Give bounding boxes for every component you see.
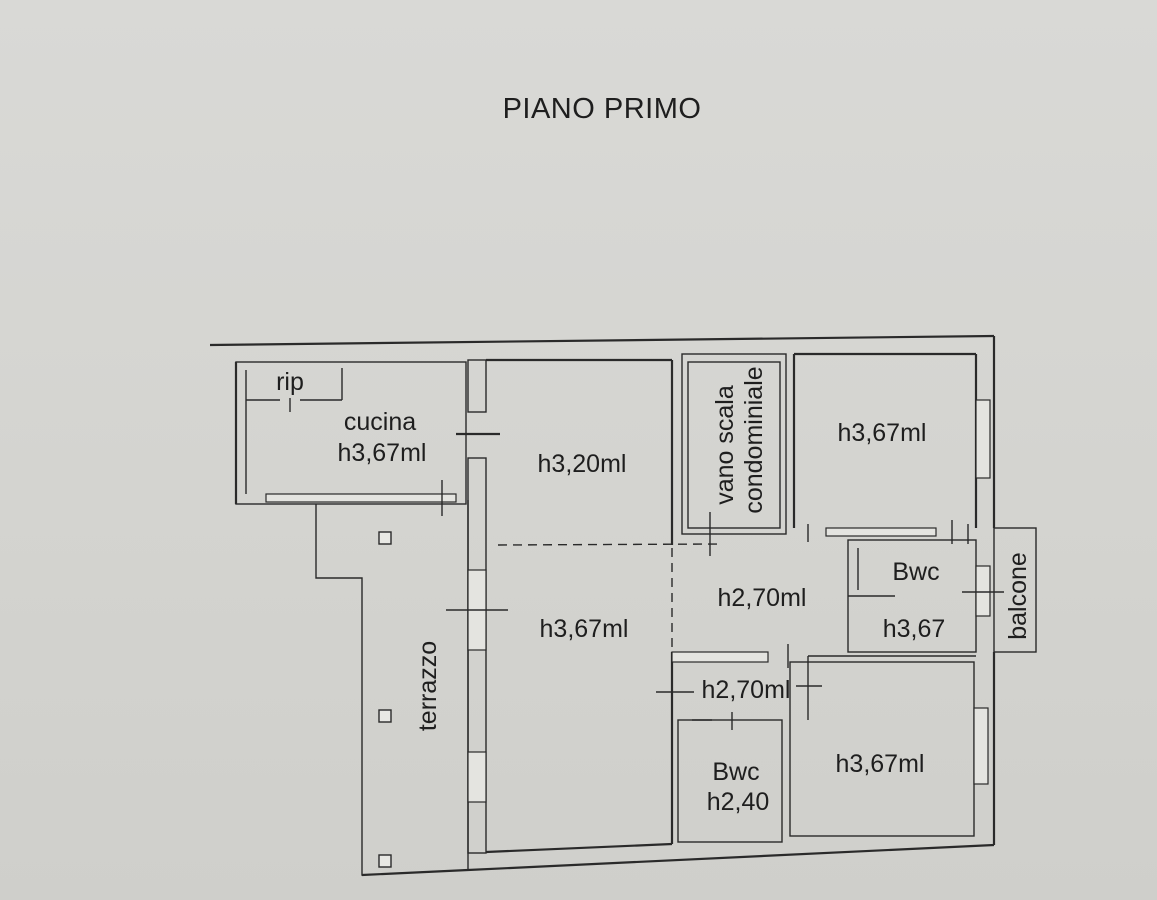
- label-balcone: balcone: [1004, 552, 1032, 640]
- label-cucina-height: h3,67ml: [338, 439, 427, 467]
- label-rip: rip: [276, 368, 304, 396]
- label-bwc-right-height: h3,67: [883, 615, 946, 643]
- label-bwc-right: Bwc: [892, 558, 939, 586]
- outer-walls: [209, 334, 996, 877]
- label-room-center-bottom: h3,67ml: [540, 615, 629, 643]
- label-vano-scala: vano scala: [711, 385, 739, 505]
- label-condominiale: condominiale: [740, 366, 768, 513]
- bottom-rooms: [656, 644, 989, 843]
- column-marker: [378, 531, 392, 545]
- label-hall-small: h2,70ml: [702, 676, 791, 704]
- top-right-room: [792, 352, 991, 544]
- terrace: [315, 500, 508, 876]
- label-corridor: h2,70ml: [718, 584, 807, 612]
- center-rooms: [485, 358, 721, 854]
- label-bwc-bottom-height: h2,40: [707, 788, 770, 816]
- label-room-top-right: h3,67ml: [838, 419, 927, 447]
- column-marker: [378, 854, 392, 868]
- bathroom-right: [847, 539, 1004, 653]
- balcony: [993, 527, 1037, 653]
- plan-title: PIANO PRIMO: [503, 93, 702, 125]
- label-room-center-top: h3,20ml: [538, 450, 627, 478]
- label-bwc-bottom: Bwc: [712, 758, 759, 786]
- label-room-bottom-right: h3,67ml: [836, 750, 925, 778]
- stair-well: [681, 353, 787, 556]
- column-marker: [378, 709, 392, 723]
- label-terrazzo: terrazzo: [414, 641, 442, 731]
- label-cucina: cucina: [344, 408, 416, 436]
